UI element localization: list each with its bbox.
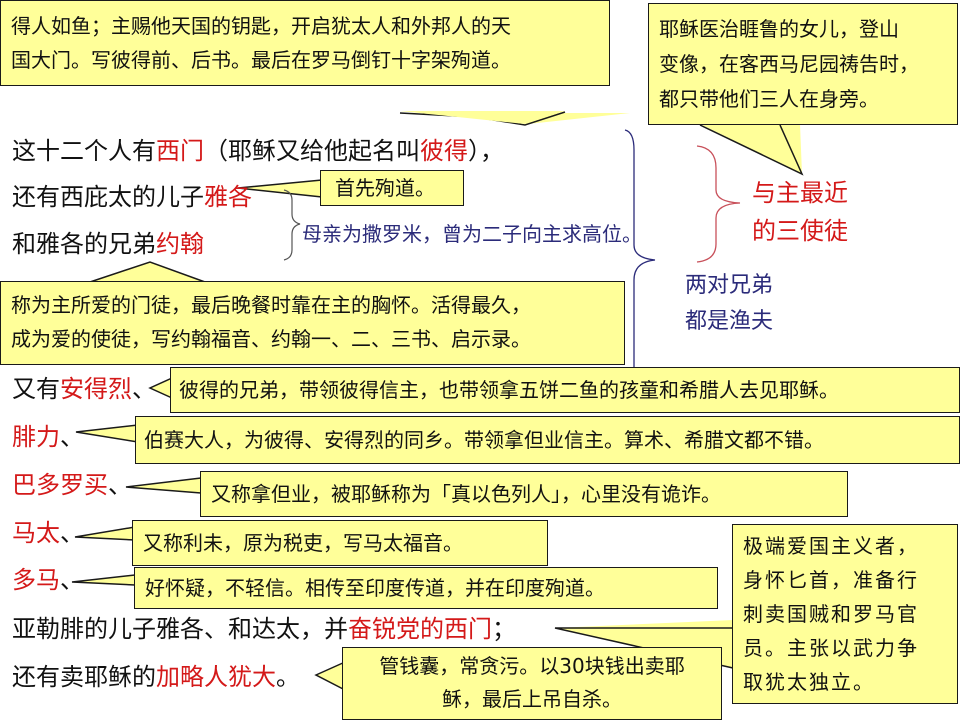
callout-zealot-line3: 刺卖国贼和罗马官	[743, 602, 919, 626]
name-philip: 腓力	[12, 423, 60, 451]
callout-matthew-text: 又称利未，原为税吏，写马太福音。	[143, 531, 463, 555]
apostle-line-6: 巴多罗买、	[12, 470, 132, 500]
callout-bartholomew: 又称拿但业，被耶稣称为「真以色列人」，心里没有诡诈。	[200, 471, 848, 517]
closest-three-label: 与主最近 的三使徒	[752, 174, 848, 250]
text: 、	[60, 423, 84, 451]
text: ；	[492, 615, 516, 643]
name-simon: 西门	[156, 137, 204, 165]
closest-three-line1: 与主最近	[752, 179, 848, 207]
name-bartholomew: 巴多罗买	[12, 471, 108, 499]
apostle-line-7: 马太、	[12, 518, 84, 548]
callout-thomas: 好怀疑，不轻信。相传至印度传道，并在印度殉道。	[134, 567, 718, 609]
callout-andrew: 彼得的兄弟，带领彼得信主，也带领拿五饼二鱼的孩童和希腊人去见耶稣。	[170, 367, 960, 413]
callout-philip-text: 伯赛大人，为彼得、安得烈的同乡。带领拿但业信主。算术、希腊文都不错。	[144, 428, 824, 452]
text: 、	[60, 519, 84, 547]
name-thomas: 多马	[12, 566, 60, 594]
text: （耶稣又给他起名叫	[204, 137, 420, 165]
closest-three-line2: 的三使徒	[752, 217, 848, 245]
callout-inner-circle-line3: 都只带他们三人在身旁。	[659, 87, 879, 111]
name-john: 约翰	[156, 230, 204, 258]
callout-inner-circle: 耶稣医治睚鲁的女儿，登山 变像，在客西马尼园祷告时， 都只带他们三人在身旁。	[648, 3, 958, 125]
text: 、	[60, 566, 84, 594]
callout-judas-line2: 稣，最后上吊自杀。	[442, 687, 622, 711]
callout-zealot-line1: 极端爱国主义者，	[743, 534, 919, 558]
mother-note: 母亲为撒罗米，曾为二子向主求高位。	[302, 222, 642, 246]
name-james: 雅各	[204, 183, 252, 211]
apostle-line-9: 亚勒腓的儿子雅各、和达太，并奋锐党的西门；	[12, 614, 516, 644]
callout-john: 称为主所爱的门徒，最后晚餐时靠在主的胸怀。活得最久， 成为爱的使徒，写约翰福音、…	[0, 281, 625, 365]
callout-philip: 伯赛大人，为彼得、安得烈的同乡。带领拿但业信主。算术、希腊文都不错。	[135, 416, 960, 464]
apostle-line-1: 这十二个人有西门（耶稣又给他起名叫彼得），	[12, 136, 504, 166]
name-simon-zealot: 奋锐党的西门	[348, 615, 492, 643]
text: 又有	[12, 375, 60, 403]
two-brothers-label: 两对兄弟 都是渔夫	[685, 268, 773, 340]
callout-inner-circle-line1: 耶稣医治睚鲁的女儿，登山	[659, 17, 899, 41]
callout-thomas-text: 好怀疑，不轻信。相传至印度传道，并在印度殉道。	[145, 576, 605, 600]
name-matthew: 马太	[12, 519, 60, 547]
callout-zealot-line4: 员。主张以武力争	[743, 636, 919, 660]
name-peter: 彼得	[420, 137, 468, 165]
text: 和雅各的兄弟	[12, 230, 156, 258]
callout-peter-line1: 得人如鱼；主赐他天国的钥匙，开启犹太人和外邦人的天	[11, 14, 511, 38]
callout-peter: 得人如鱼；主赐他天国的钥匙，开启犹太人和外邦人的天 国大门。写彼得前、后书。最后…	[0, 0, 610, 86]
text: 亚勒腓的儿子雅各、和达太，并	[12, 615, 348, 643]
text: 、	[108, 471, 132, 499]
text: 还有西庇太的儿子	[12, 183, 204, 211]
callout-judas: 管钱囊，常贪污。以30块钱出卖耶 稣，最后上吊自杀。	[342, 647, 722, 720]
name-andrew: 安得烈	[60, 375, 132, 403]
callout-zealot: 极端爱国主义者， 身怀匕首，准备行 刺卖国贼和罗马官 员。主张以武力争 取犹太独…	[732, 524, 958, 704]
two-brothers-line2: 都是渔夫	[685, 309, 774, 334]
callout-zealot-line5: 取犹太独立。	[743, 670, 875, 694]
callout-john-line2: 成为爱的使徒，写约翰福音、约翰一、二、三书、启示录。	[11, 327, 531, 351]
callout-bartholomew-text: 又称拿但业，被耶稣称为「真以色列人」，心里没有诡诈。	[211, 482, 721, 506]
callout-matthew: 又称利未，原为税吏，写马太福音。	[132, 520, 548, 566]
apostle-line-10: 还有卖耶稣的加略人犹大。	[12, 662, 300, 692]
callout-james-martyr-text: 首先殉道。	[335, 176, 435, 200]
callout-john-line1: 称为主所爱的门徒，最后晚餐时靠在主的胸怀。活得最久，	[11, 293, 531, 317]
apostle-line-5: 腓力、	[12, 422, 84, 452]
callout-inner-circle-line2: 变像，在客西马尼园祷告时，	[659, 52, 919, 76]
text: 。	[276, 663, 300, 691]
apostle-line-2: 还有西庇太的儿子雅各	[12, 182, 252, 212]
callout-james-martyr: 首先殉道。	[320, 170, 464, 206]
text: 这十二个人有	[12, 137, 156, 165]
text: 、	[132, 375, 156, 403]
apostle-line-3: 和雅各的兄弟约翰	[12, 229, 204, 259]
text: 还有卖耶稣的	[12, 663, 156, 691]
callout-andrew-text: 彼得的兄弟，带领彼得信主，也带领拿五饼二鱼的孩童和希腊人去见耶稣。	[179, 378, 839, 402]
apostle-line-8: 多马、	[12, 565, 84, 595]
callout-zealot-line2: 身怀匕首，准备行	[743, 568, 919, 592]
two-brothers-line1: 两对兄弟	[685, 273, 774, 298]
apostle-line-4: 又有安得烈、	[12, 374, 156, 404]
text: ），	[468, 137, 504, 165]
callout-peter-line2: 国大门。写彼得前、后书。最后在罗马倒钉十字架殉道。	[11, 48, 511, 72]
name-judas: 加略人犹大	[156, 663, 276, 691]
callout-judas-line1: 管钱囊，常贪污。以30块钱出卖耶	[379, 654, 685, 678]
